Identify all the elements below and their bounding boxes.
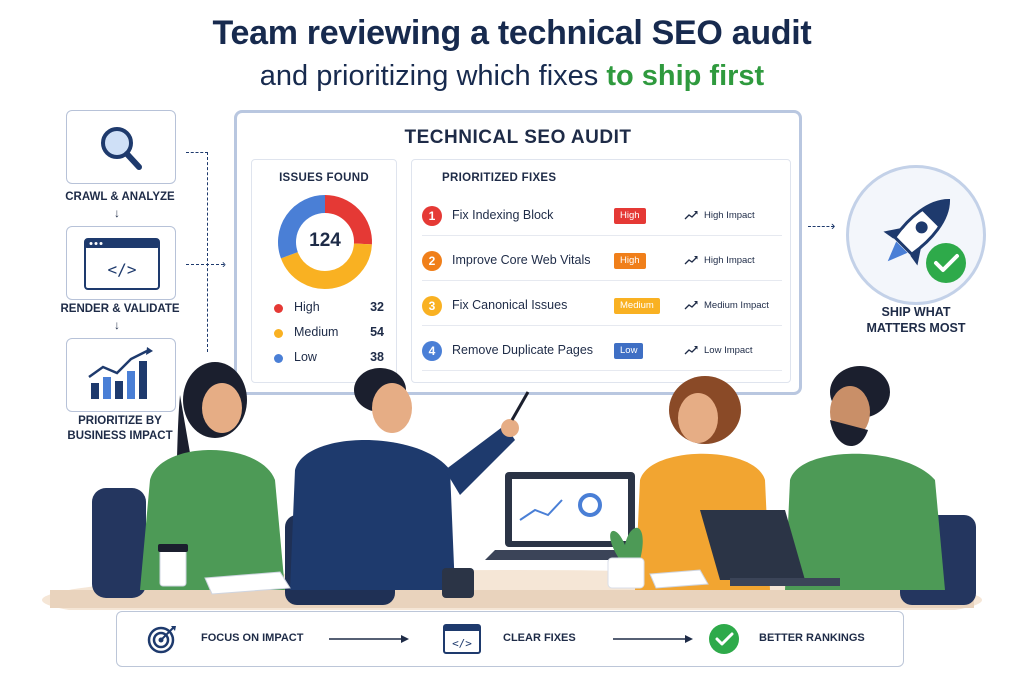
trend-up-icon [684, 346, 698, 355]
impact-label: High Impact [684, 210, 755, 221]
subtitle-prefix: and prioritizing which fixes [259, 60, 607, 92]
legend-row-medium: Medium 54 [274, 325, 384, 341]
trend-up-icon [684, 211, 698, 220]
trend-up-icon [684, 301, 698, 310]
subtitle-accent: to ship first [606, 60, 765, 92]
svg-text:</>: </> [452, 637, 472, 650]
fix-row: 1 Fix Indexing Block High High Impact [422, 200, 782, 236]
issues-donut-chart [278, 195, 372, 289]
benefit-rankings: BETTER RANKINGS [759, 632, 865, 644]
legend-dot [274, 304, 283, 313]
fix-number-badge: 3 [422, 296, 442, 316]
impact-text: Low Impact [704, 345, 753, 356]
connector-line [207, 152, 208, 352]
team-meeting-illustration [42, 362, 982, 610]
benefit-focus: FOCUS ON IMPACT [201, 632, 304, 644]
growth-chart-icon [88, 347, 153, 399]
fix-name: Improve Core Web Vitals [452, 253, 591, 267]
priority-badge: High [614, 253, 646, 269]
legend-name: Low [294, 350, 317, 364]
magnifier-icon [101, 127, 142, 170]
issues-total: 124 [309, 230, 341, 251]
legend-dot [274, 354, 283, 363]
legend-dot [274, 329, 283, 338]
impact-label: Medium Impact [684, 300, 769, 311]
impact-label: Low Impact [684, 345, 753, 356]
benefits-bar: FOCUS ON IMPACT </> CLEAR FIXES BETTER R… [116, 611, 904, 667]
page-title: Team reviewing a technical SEO audit [212, 14, 812, 52]
ship-label-line1: SHIP WHAT [881, 305, 951, 319]
rocket-icon [883, 198, 966, 283]
step-prioritize-line1: PRIORITIZE BY [78, 415, 162, 427]
step-crawl-label: CRAWL & ANALYZE [65, 191, 175, 203]
impact-label: High Impact [684, 255, 755, 266]
fix-number-badge: 4 [422, 341, 442, 361]
step-render-box: </> [66, 226, 176, 300]
ship-label-line2: MATTERS MOST [866, 321, 966, 335]
arrow-right-icon: › [831, 218, 836, 233]
audit-card: TECHNICAL SEO AUDIT ISSUES FOUND 124 Hig… [234, 110, 802, 395]
priority-badge: Medium [614, 298, 660, 314]
fix-row: 3 Fix Canonical Issues Medium Medium Impact [422, 290, 782, 326]
issues-title: ISSUES FOUND [279, 172, 369, 184]
connector-line [186, 264, 224, 265]
benefit-clear: CLEAR FIXES [503, 632, 576, 644]
arrow-right-icon [613, 635, 693, 643]
connector-line [186, 152, 208, 153]
fix-number-badge: 1 [422, 206, 442, 226]
arrow-right-icon [329, 635, 409, 643]
arrow-right-icon: › [222, 257, 226, 271]
fix-name: Remove Duplicate Pages [452, 343, 594, 357]
legend-count: 32 [370, 300, 384, 314]
priority-badge: Low [614, 343, 644, 359]
fix-row: 2 Improve Core Web Vitals High High Impact [422, 245, 782, 281]
fix-number-badge: 2 [422, 251, 442, 271]
connector-line [808, 226, 834, 227]
legend-name: Medium [294, 325, 339, 339]
fix-row: 4 Remove Duplicate Pages Low Low Impact [422, 335, 782, 371]
code-window-icon: </> [84, 238, 160, 290]
trend-up-icon [684, 256, 698, 265]
impact-text: High Impact [704, 255, 755, 266]
legend-row-high: High 32 [274, 300, 384, 316]
donut-slice-medium [280, 242, 372, 289]
down-arrow-icon: ↓ [114, 318, 120, 332]
step-prioritize-label: PRIORITIZE BY BUSINESS IMPACT [40, 414, 200, 444]
impact-text: High Impact [704, 210, 755, 221]
check-circle-icon [709, 624, 739, 654]
ship-label: SHIP WHAT MATTERS MOST [830, 304, 1002, 336]
legend-row-low: Low 38 [274, 350, 384, 366]
step-prioritize-box [66, 338, 176, 412]
fixes-title: PRIORITIZED FIXES [442, 172, 557, 184]
page-subtitle: and prioritizing which fixes to ship fir… [0, 60, 1024, 93]
priority-badge: High [614, 208, 646, 224]
down-arrow-icon: ↓ [114, 206, 120, 220]
legend-count: 54 [370, 325, 384, 339]
target-icon [147, 626, 176, 654]
fix-name: Fix Canonical Issues [452, 298, 568, 312]
fix-name: Fix Indexing Block [452, 208, 554, 222]
impact-text: Medium Impact [704, 300, 769, 311]
legend-count: 38 [370, 350, 384, 364]
step-prioritize-line2: BUSINESS IMPACT [67, 430, 173, 442]
legend-name: High [294, 300, 320, 314]
step-render-label: RENDER & VALIDATE [60, 303, 180, 315]
donut-slice-low [278, 195, 326, 259]
rocket-badge [846, 165, 986, 305]
code-window-icon: </> [443, 624, 481, 654]
svg-text:</>: </> [108, 260, 137, 279]
step-crawl-box [66, 110, 176, 184]
audit-title: TECHNICAL SEO AUDIT [404, 127, 632, 148]
donut-slice-high [324, 195, 372, 245]
